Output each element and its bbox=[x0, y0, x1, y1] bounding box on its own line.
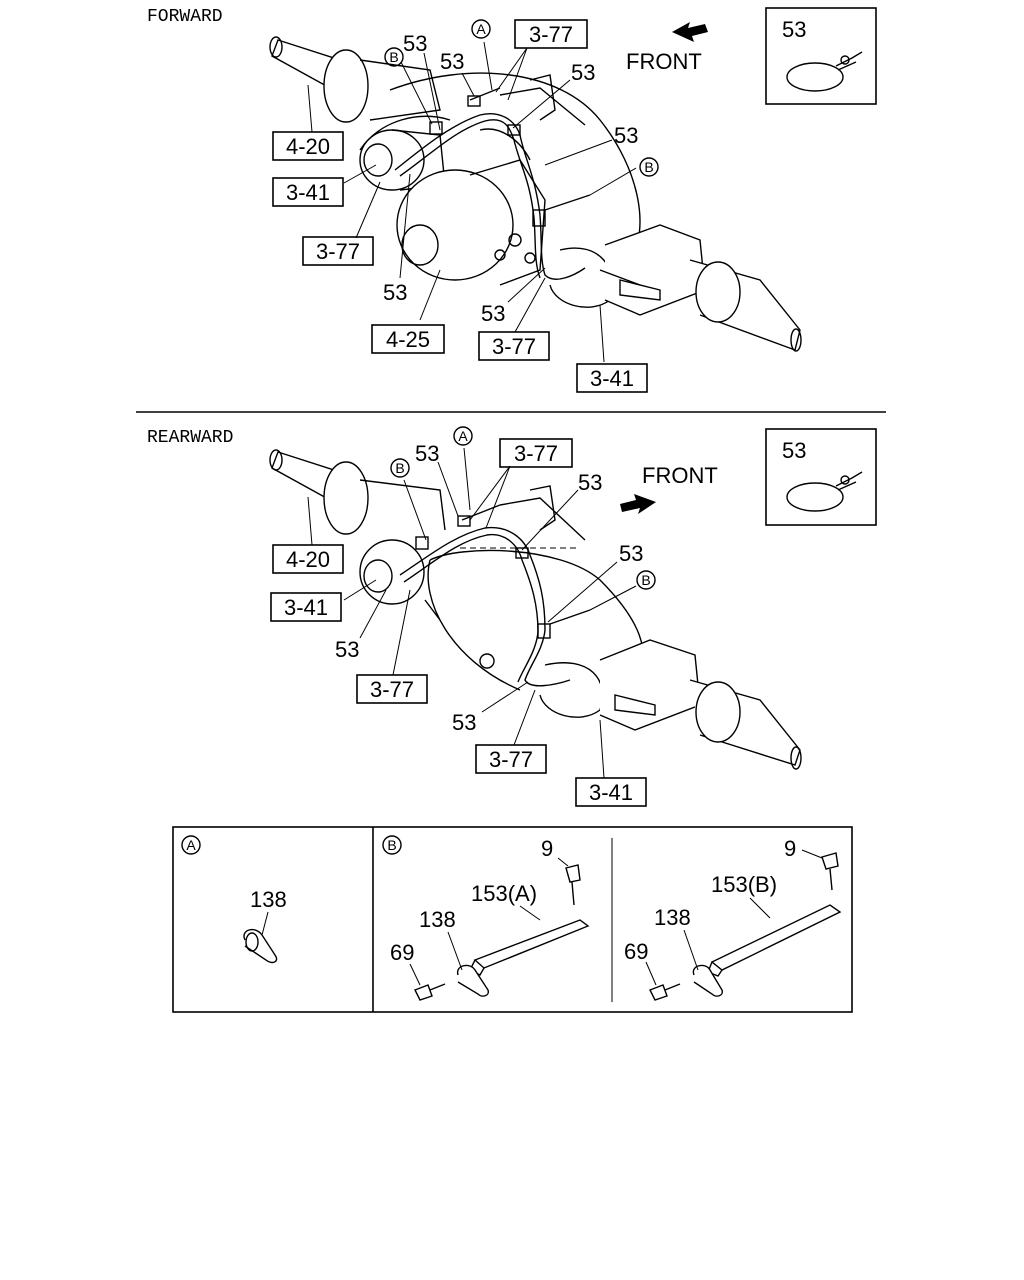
rearward-inset-part-label: 53 bbox=[782, 438, 806, 463]
forward-ref-3-41-right[interactable]: 3-41 bbox=[576, 363, 648, 393]
rearward-ref-3-41-right[interactable]: 3-41 bbox=[575, 777, 647, 807]
detail-b: B 9 153(A) 138 69 bbox=[382, 835, 842, 1001]
svg-text:B: B bbox=[395, 460, 404, 476]
forward-marker-a[interactable]: A bbox=[471, 19, 491, 39]
rearward-ref-3-41-left[interactable]: 3-41 bbox=[270, 592, 342, 622]
bracket-icon bbox=[707, 897, 842, 977]
rearward-part-53-label: 53 bbox=[619, 541, 643, 566]
svg-text:3-77: 3-77 bbox=[316, 239, 360, 264]
svg-text:A: A bbox=[186, 837, 196, 853]
detail-b-marker: B bbox=[382, 835, 402, 855]
forward-part-53-label: 53 bbox=[440, 49, 464, 74]
detail-b-right-clip-label: 138 bbox=[654, 905, 691, 930]
detail-panels: A 138 B 9 153(A) 138 69 bbox=[172, 826, 853, 1013]
rearward-front-label: FRONT bbox=[642, 463, 718, 488]
svg-text:A: A bbox=[458, 428, 468, 444]
forward-ref-3-77-bottom[interactable]: 3-77 bbox=[478, 331, 550, 361]
forward-ref-4-20[interactable]: 4-20 bbox=[272, 131, 344, 161]
forward-part-53-label: 53 bbox=[614, 123, 638, 148]
forward-part-53-label: 53 bbox=[403, 31, 427, 56]
forward-marker-b[interactable]: B bbox=[639, 157, 659, 177]
detail-b-left-screw-label: 69 bbox=[390, 940, 414, 965]
detail-b-left-bracket-label: 153(A) bbox=[471, 881, 537, 906]
forward-section: FORWARD FRONT 53 bbox=[147, 7, 877, 393]
rearward-clamp-icon bbox=[786, 471, 863, 512]
svg-text:B: B bbox=[389, 49, 398, 65]
forward-ref-3-41-left[interactable]: 3-41 bbox=[272, 177, 344, 207]
rearward-part-53-label: 53 bbox=[335, 637, 359, 662]
detail-frame bbox=[172, 826, 853, 1013]
detail-b-left-clip-label: 138 bbox=[419, 907, 456, 932]
svg-text:3-41: 3-41 bbox=[590, 366, 634, 391]
rearward-part-53-label: 53 bbox=[452, 710, 476, 735]
svg-text:3-77: 3-77 bbox=[370, 677, 414, 702]
clip-icon bbox=[243, 928, 278, 964]
rearward-ref-3-77-top[interactable]: 3-77 bbox=[499, 438, 573, 468]
forward-ref-3-77-left[interactable]: 3-77 bbox=[302, 236, 374, 266]
detail-a-marker: A bbox=[181, 835, 201, 855]
svg-text:3-77: 3-77 bbox=[489, 747, 533, 772]
forward-part-53-label: 53 bbox=[571, 60, 595, 85]
rearward-title: REARWARD bbox=[147, 428, 233, 448]
forward-title: FORWARD bbox=[147, 7, 223, 27]
forward-part-53-label: 53 bbox=[383, 280, 407, 305]
rearward-marker-b[interactable]: B bbox=[390, 458, 410, 478]
clip-icon bbox=[683, 929, 724, 997]
svg-text:B: B bbox=[387, 837, 396, 853]
detail-b-right-screw-label: 69 bbox=[624, 939, 648, 964]
rearward-part-53-label: 53 bbox=[578, 470, 602, 495]
detail-b-right-bolt-label: 9 bbox=[784, 836, 796, 861]
detail-b-right-bracket-label: 153(B) bbox=[711, 872, 777, 897]
rearward-ref-4-20[interactable]: 4-20 bbox=[272, 544, 344, 574]
forward-part-53-label: 53 bbox=[481, 301, 505, 326]
rearward-marker-b[interactable]: B bbox=[636, 570, 656, 590]
rearward-ref-3-77-bottom[interactable]: 3-77 bbox=[475, 744, 547, 774]
svg-text:A: A bbox=[476, 21, 486, 37]
forward-front-arrow-icon bbox=[672, 22, 708, 42]
bolt-icon bbox=[557, 857, 581, 906]
rearward-front-arrow-icon bbox=[620, 494, 656, 514]
forward-leader-lines bbox=[307, 41, 637, 363]
svg-text:3-77: 3-77 bbox=[514, 441, 558, 466]
forward-axle-drawing bbox=[269, 36, 802, 352]
rearward-leader-lines bbox=[307, 447, 637, 779]
forward-front-label: FRONT bbox=[626, 49, 702, 74]
rearward-axle-drawing bbox=[269, 449, 802, 770]
forward-clamp-icon bbox=[786, 51, 863, 92]
svg-text:B: B bbox=[641, 572, 650, 588]
forward-ref-4-25[interactable]: 4-25 bbox=[371, 324, 445, 354]
detail-a-clip-label: 138 bbox=[250, 887, 287, 912]
forward-inset-box bbox=[765, 7, 877, 105]
svg-text:3-77: 3-77 bbox=[529, 22, 573, 47]
svg-text:3-77: 3-77 bbox=[492, 334, 536, 359]
detail-a: A 138 bbox=[181, 835, 287, 964]
rearward-part-53-label: 53 bbox=[415, 441, 439, 466]
screw-icon bbox=[409, 963, 446, 1001]
detail-b-left-bolt-label: 9 bbox=[541, 836, 553, 861]
svg-text:3-41: 3-41 bbox=[589, 780, 633, 805]
svg-text:4-25: 4-25 bbox=[386, 327, 430, 352]
forward-ref-3-77-top[interactable]: 3-77 bbox=[514, 19, 588, 49]
rearward-section: REARWARD FRONT 53 bbox=[147, 426, 877, 807]
clip-icon bbox=[447, 931, 490, 997]
bolt-icon bbox=[801, 849, 839, 891]
forward-inset-part-label: 53 bbox=[782, 17, 806, 42]
rearward-inset-box bbox=[765, 428, 877, 526]
svg-text:4-20: 4-20 bbox=[286, 547, 330, 572]
bracket-icon bbox=[469, 905, 590, 976]
svg-text:4-20: 4-20 bbox=[286, 134, 330, 159]
rearward-ref-3-77-left[interactable]: 3-77 bbox=[356, 674, 428, 704]
rearward-marker-a[interactable]: A bbox=[453, 426, 473, 446]
screw-icon bbox=[645, 961, 681, 1001]
svg-text:B: B bbox=[644, 159, 653, 175]
forward-marker-b[interactable]: B bbox=[384, 47, 404, 67]
svg-text:3-41: 3-41 bbox=[284, 595, 328, 620]
svg-text:3-41: 3-41 bbox=[286, 180, 330, 205]
